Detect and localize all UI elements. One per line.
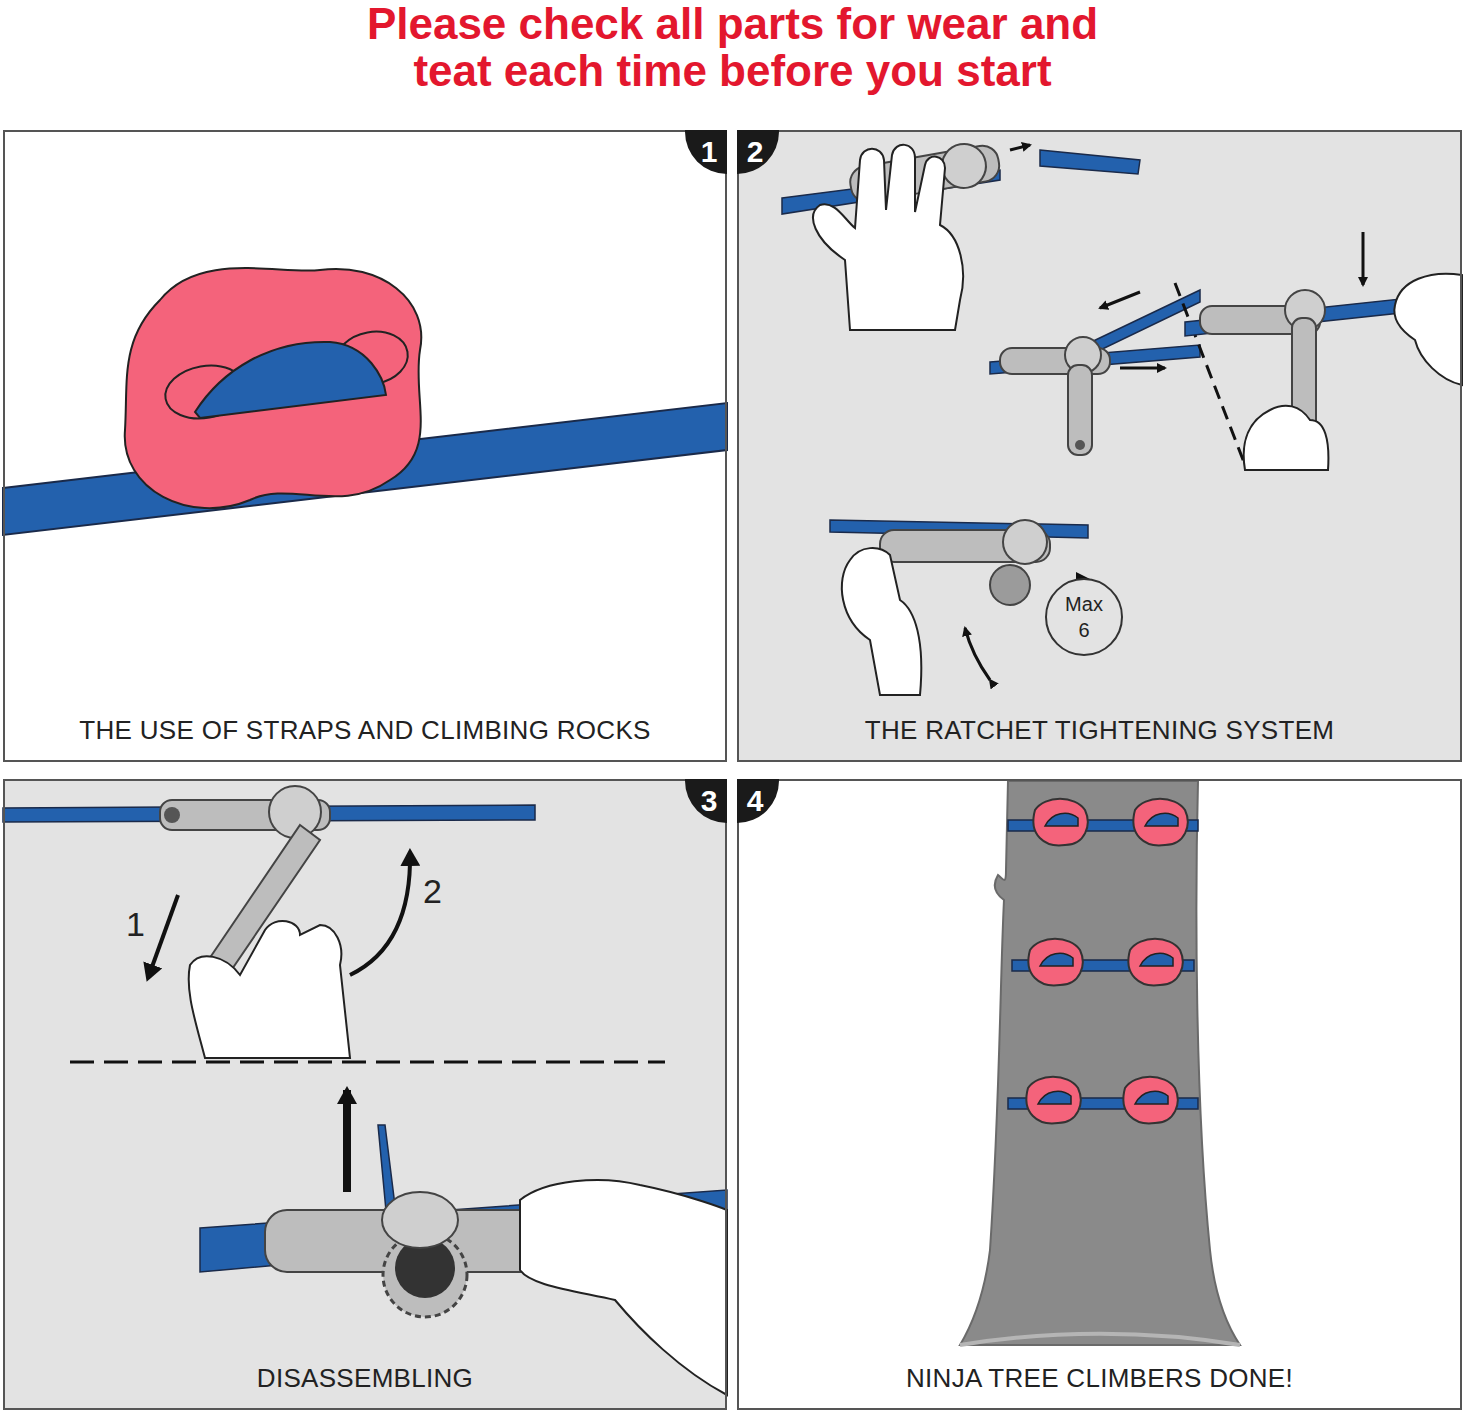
step-number-tab: 4 — [737, 779, 779, 823]
title-text: Please check all parts for wear and teat… — [343, 0, 1123, 94]
arrow-step-number: 1 — [126, 905, 145, 944]
step-number: 1 — [701, 135, 718, 169]
arrow-step-number: 2 — [423, 872, 442, 911]
step-number-tab: 2 — [737, 130, 779, 174]
panel-caption: NINJA TREE CLIMBERS DONE! — [906, 1363, 1293, 1393]
step-number-tab: 1 — [685, 130, 727, 174]
turn-limit-text: Max 6 — [1062, 591, 1106, 643]
caption-holder: DISASSEMBLING — [5, 1363, 725, 1394]
step-number: 3 — [701, 784, 718, 818]
instruction-panel: THE RATCHET TIGHTENING SYSTEM 2Max 6 — [737, 130, 1462, 762]
panel-caption: DISASSEMBLING — [257, 1363, 473, 1393]
turn-limit-circle: Max 6 — [1045, 578, 1123, 656]
instruction-panel: THE USE OF STRAPS AND CLIMBING ROCKS 1 — [3, 130, 727, 762]
instruction-panel: NINJA TREE CLIMBERS DONE! 4 — [737, 779, 1462, 1410]
title-block: Please check all parts for wear and teat… — [0, 0, 1465, 94]
instruction-panel: DISASSEMBLING 3 — [3, 779, 727, 1410]
panel-caption: THE RATCHET TIGHTENING SYSTEM — [865, 715, 1335, 745]
step-number: 4 — [747, 784, 764, 818]
caption-holder: THE USE OF STRAPS AND CLIMBING ROCKS — [5, 715, 725, 746]
step-number: 2 — [747, 135, 764, 169]
step-number-tab: 3 — [685, 779, 727, 823]
caption-holder: THE RATCHET TIGHTENING SYSTEM — [739, 715, 1460, 746]
panel-caption: THE USE OF STRAPS AND CLIMBING ROCKS — [79, 715, 650, 745]
caption-holder: NINJA TREE CLIMBERS DONE! — [739, 1363, 1460, 1394]
